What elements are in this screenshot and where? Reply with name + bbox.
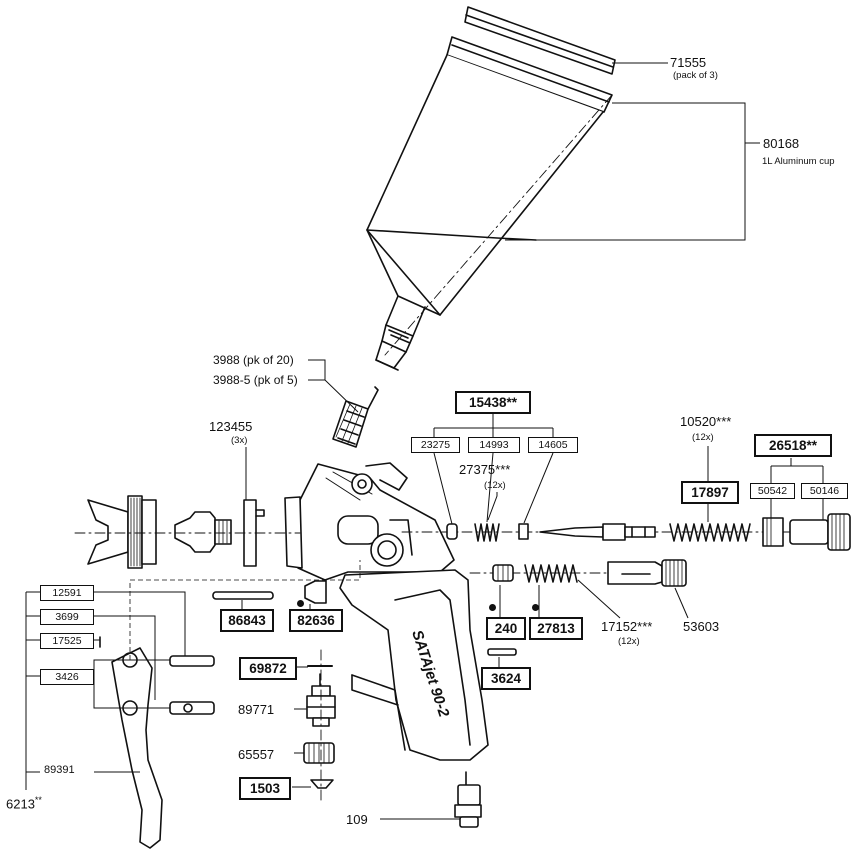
label-86843: 86843 — [220, 609, 274, 632]
seal-14605 — [518, 523, 529, 540]
air-micrometer-53603 — [607, 559, 687, 587]
label-17152-note: (12x) — [618, 636, 640, 647]
label-109: 109 — [346, 812, 368, 827]
label-1503: 1503 — [239, 777, 291, 800]
label-10520: 10520*** — [680, 414, 732, 429]
label-6213-sup: ** — [34, 795, 42, 805]
label-17897: 17897 — [681, 481, 739, 504]
pin-3624 — [487, 648, 517, 656]
label-27375: 27375*** — [459, 462, 511, 477]
spring-14993 — [474, 523, 500, 542]
label-3426: 3426 — [40, 669, 94, 685]
screw-1503 — [310, 779, 334, 789]
packing-23275 — [446, 523, 458, 540]
label-3699: 3699 — [40, 609, 94, 625]
label-50146: 50146 — [801, 483, 848, 499]
fluid-nozzle — [174, 511, 232, 553]
label-3988-5: 3988-5 (pk of 5) — [213, 373, 298, 387]
label-71555: 71555 — [670, 55, 707, 70]
paint-needle — [539, 523, 656, 541]
air-piston-spring-27813 — [524, 564, 578, 583]
label-3624: 3624 — [481, 667, 531, 690]
air-knob-65557 — [303, 742, 335, 764]
label-240: 240 — [486, 617, 526, 640]
label-14993: 14993 — [468, 437, 520, 453]
bullet-27813 — [532, 604, 539, 611]
label-12591: 12591 — [40, 585, 94, 601]
bullet-240 — [489, 604, 496, 611]
air-piston-82636 — [304, 580, 327, 604]
label-3988: 3988 (pk of 20) — [213, 353, 294, 367]
label-10520-note: (12x) — [692, 432, 714, 443]
cup-lid — [464, 6, 616, 75]
aluminum-cup-body — [366, 36, 613, 371]
label-15438: 15438** — [455, 391, 531, 414]
valve-240 — [492, 564, 514, 582]
pin-86843 — [212, 591, 274, 600]
label-17152: 17152*** — [601, 619, 653, 634]
label-23275: 23275 — [411, 437, 460, 453]
needle-spring-10520 — [669, 523, 751, 542]
label-89771: 89771 — [238, 702, 275, 717]
label-89391: 89391 — [44, 764, 75, 776]
gun-body — [284, 462, 455, 581]
bullet-82636 — [297, 600, 304, 607]
air-cap — [87, 495, 157, 569]
label-27375-note: (12x) — [484, 480, 506, 491]
label-80168: 80168 — [763, 136, 800, 151]
label-65557: 65557 — [238, 747, 275, 762]
label-53603: 53603 — [683, 619, 720, 634]
label-71555-note: (pack of 3) — [673, 70, 718, 81]
label-82636: 82636 — [289, 609, 343, 632]
label-26518: 26518** — [754, 434, 832, 457]
label-69872: 69872 — [239, 657, 297, 680]
label-14605: 14605 — [528, 437, 578, 453]
trigger-pins — [99, 636, 215, 715]
label-27813: 27813 — [529, 617, 583, 640]
label-50542: 50542 — [750, 483, 795, 499]
label-17525: 17525 — [40, 633, 94, 649]
strainer — [332, 386, 379, 448]
gun-handle — [339, 569, 489, 761]
label-6213-number: 6213 — [6, 796, 35, 812]
label-80168-note: 1L Aluminum cup — [762, 156, 835, 167]
label-6213: 6213** — [6, 795, 42, 812]
label-123455: 123455 — [209, 419, 253, 434]
fluid-regulator — [762, 513, 851, 551]
air-inlet-109 — [454, 771, 482, 828]
label-123455-note: (3x) — [231, 435, 248, 446]
